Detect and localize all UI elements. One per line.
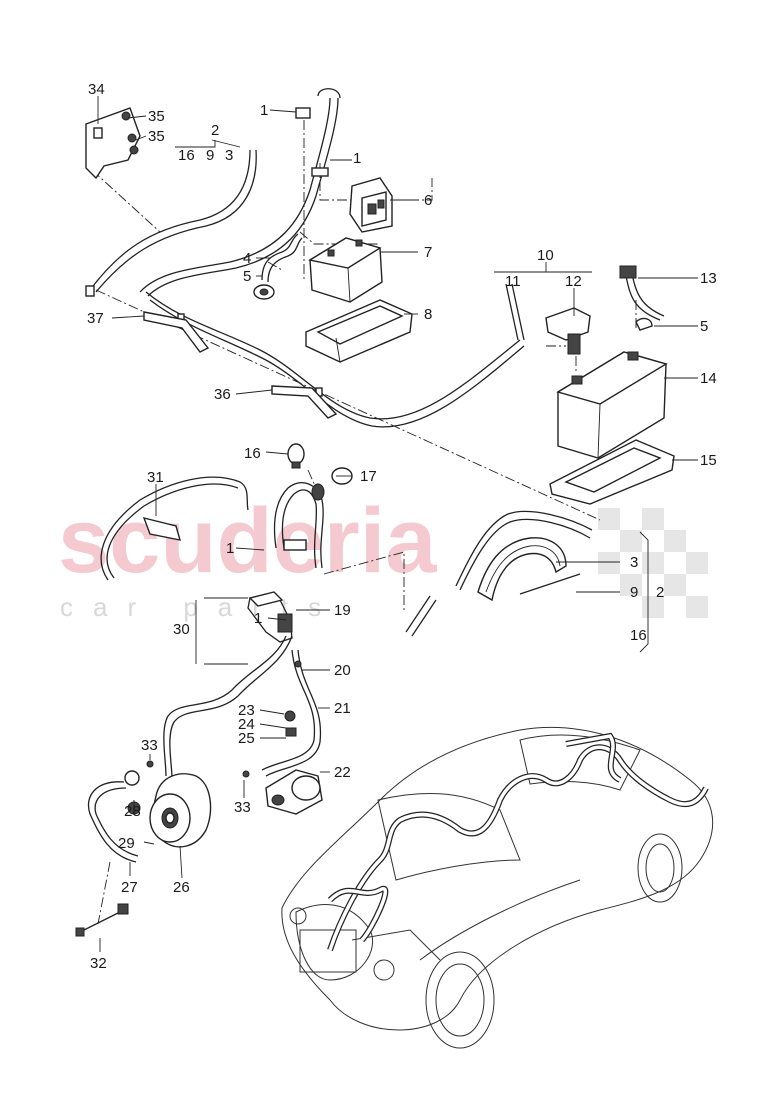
- callout-15: 15: [700, 452, 717, 469]
- callout-35a: 35: [148, 108, 165, 125]
- leader-lines: [97, 96, 698, 952]
- callout-35b: 35: [148, 128, 165, 145]
- callout-32: 32: [90, 955, 107, 972]
- callout-14: 14: [700, 370, 717, 387]
- callout-16a: 16: [178, 147, 195, 164]
- battery-tray-8: [305, 299, 413, 363]
- starter-22: [265, 769, 323, 815]
- callout-33b: 33: [234, 799, 251, 816]
- callout-33a: 33: [141, 737, 158, 754]
- callout-9b: 9: [630, 584, 638, 601]
- fuse-box-6: [349, 177, 393, 233]
- callout-30: 30: [173, 621, 190, 638]
- callout-22: 22: [334, 764, 351, 781]
- callout-23: 23: [238, 702, 255, 719]
- callout-8: 8: [424, 306, 432, 323]
- callout-27: 27: [121, 879, 138, 896]
- car-wiring-loom: [327, 732, 709, 951]
- bracket-36: [271, 385, 338, 419]
- harness-2: [405, 510, 593, 637]
- cable-4: [253, 233, 303, 300]
- battery-14: [556, 351, 668, 459]
- callout-labels: 34 35 35 2 16 9 3 1 1 6 7 4 5 8 10 11 12…: [87, 81, 717, 972]
- callout-31: 31: [147, 469, 164, 486]
- watermark: scuderia car parts: [58, 490, 708, 622]
- callout-1a: 1: [260, 102, 268, 119]
- callout-16c: 16: [630, 627, 647, 644]
- callout-2a: 2: [211, 122, 219, 139]
- callout-26: 26: [173, 879, 190, 896]
- callout-20: 20: [334, 662, 351, 679]
- cable-13: [619, 265, 665, 331]
- callout-5b: 5: [700, 318, 708, 335]
- callout-24: 24: [238, 716, 255, 733]
- callout-13: 13: [700, 270, 717, 287]
- callout-5a: 5: [243, 268, 251, 285]
- cable-27: [87, 770, 141, 863]
- alternator-26: [149, 773, 212, 848]
- small-parts: [146, 660, 302, 778]
- callout-9a: 9: [206, 147, 214, 164]
- clamp-5b: [635, 317, 653, 331]
- battery-tray-15: [549, 439, 675, 505]
- callout-3a: 3: [225, 147, 233, 164]
- callout-29: 29: [118, 835, 135, 852]
- bolt-32: [75, 903, 129, 937]
- cover-3: [477, 537, 567, 602]
- positive-cable: [273, 482, 325, 569]
- callout-7: 7: [424, 244, 432, 261]
- callout-34: 34: [88, 81, 105, 98]
- callout-3b: 3: [630, 554, 638, 571]
- bracket-37: [143, 311, 210, 353]
- callout-1d: 1: [254, 610, 262, 627]
- callout-16b: 16: [244, 445, 261, 462]
- terminal-16: [287, 443, 305, 469]
- callout-19: 19: [334, 602, 351, 619]
- relay-12: [545, 307, 591, 355]
- callout-28: 28: [124, 803, 141, 820]
- callout-17: 17: [360, 468, 377, 485]
- callout-36: 36: [214, 386, 231, 403]
- cable-21: [261, 649, 322, 777]
- callout-37: 37: [87, 310, 104, 327]
- callout-1b: 1: [353, 150, 361, 167]
- callout-1c: 1: [226, 540, 234, 557]
- callout-25: 25: [238, 730, 255, 747]
- watermark-sub: car parts: [60, 592, 341, 622]
- cable-nut: [295, 107, 311, 119]
- harness-31: [100, 476, 249, 581]
- watermark-checker-flag: [598, 508, 708, 618]
- cable-11: [505, 283, 525, 341]
- callout-21: 21: [334, 700, 351, 717]
- callout-12: 12: [565, 273, 582, 290]
- callout-6: 6: [424, 192, 432, 209]
- callout-10: 10: [537, 247, 554, 264]
- callout-4: 4: [243, 250, 251, 267]
- battery-7: [308, 237, 383, 303]
- callout-2b: 2: [656, 584, 664, 601]
- strip-9: [519, 573, 581, 595]
- bracket-34: [85, 107, 141, 180]
- cable-30: [163, 591, 293, 779]
- callout-11: 11: [505, 273, 521, 290]
